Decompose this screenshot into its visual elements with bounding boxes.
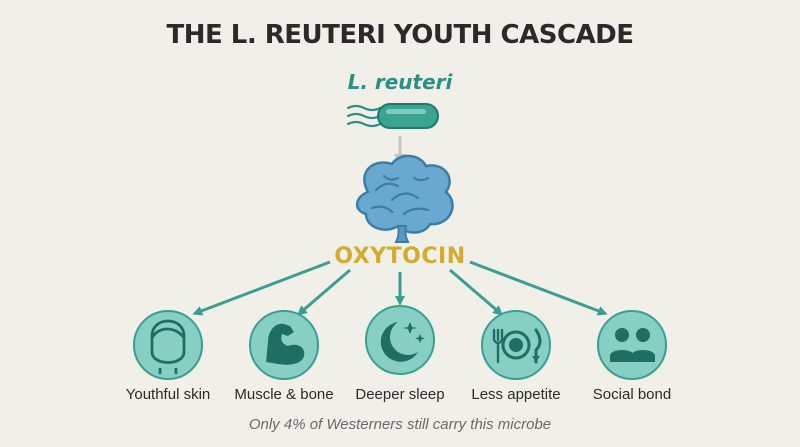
effect-label-3: Deeper sleep (355, 386, 445, 403)
source-label: L. reuteri (347, 70, 453, 94)
effect-label-2: Muscle & bone (234, 386, 334, 403)
effect-circle-1 (133, 310, 203, 380)
effect-label-5: Social bond (592, 386, 672, 403)
arrow-to-effect-5 (469, 260, 608, 316)
bacterium-icon (346, 103, 439, 129)
arrow-to-effect-2 (296, 268, 351, 316)
effect-arrows (192, 260, 608, 316)
hub-label: OXYTOCIN (334, 244, 466, 269)
moon-stars-icon (380, 322, 425, 362)
effect-circle-2 (249, 310, 319, 380)
effect-circle-3 (365, 305, 435, 375)
plate-utensils-icon (492, 328, 542, 364)
flexed-arm-icon (266, 323, 305, 365)
effect-circle-5 (597, 310, 667, 380)
effect-label-1: Youthful skin (125, 386, 211, 403)
arrow-to-effect-4 (449, 268, 504, 316)
face-icon (150, 319, 186, 374)
effect-circle-4 (481, 310, 551, 380)
brain-icon (356, 154, 454, 243)
arrow-to-effect-1 (192, 260, 331, 316)
page-title: THE L. REUTERI YOUTH CASCADE (166, 20, 634, 50)
people-icon (610, 328, 655, 362)
effect-label-4: Less appetite (471, 386, 561, 403)
footnote: Only 4% of Westerners still carry this m… (248, 416, 552, 433)
